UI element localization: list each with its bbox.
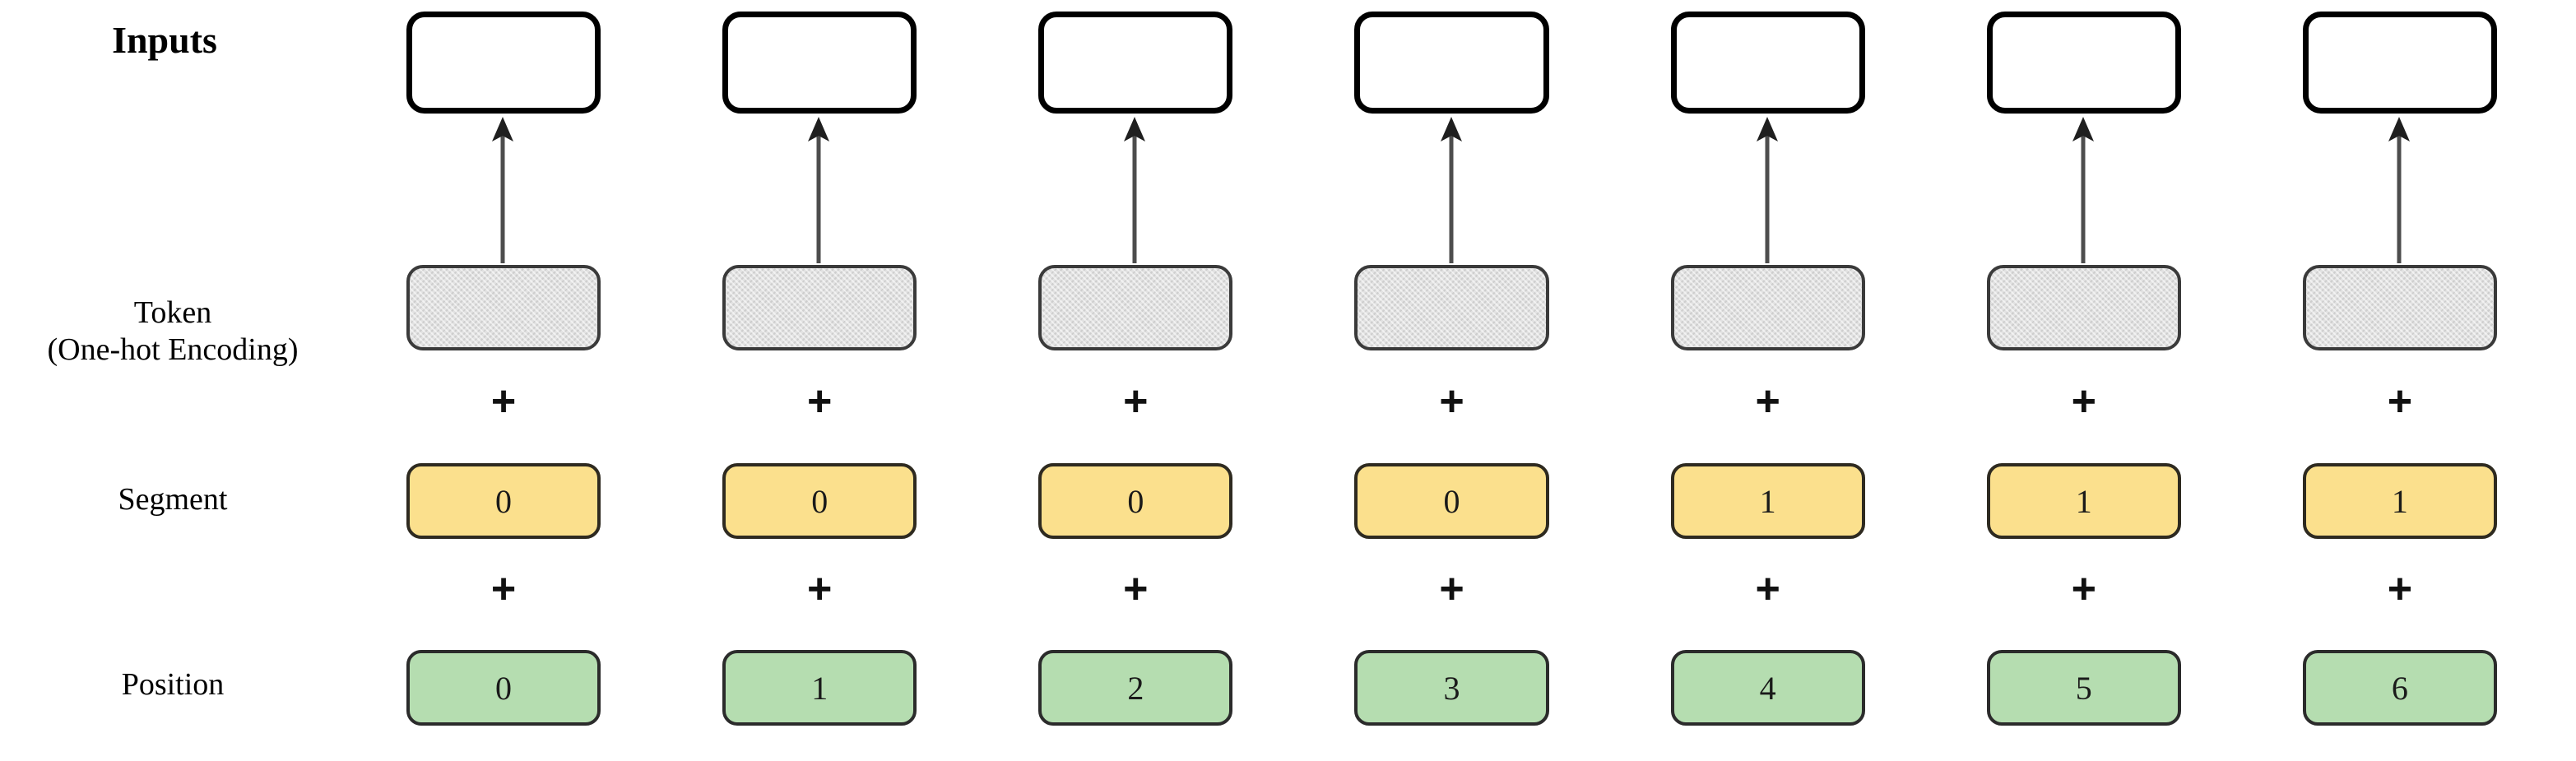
row-label-inputs: Inputs [112,19,217,61]
arrow-token-to-input-3 [1124,117,1146,263]
segment-box-4[interactable]: 0 [1354,463,1549,539]
row-label-token: Token (One-hot Encoding) [47,295,299,367]
position-box-2[interactable]: 1 [722,650,917,726]
segment-box-6[interactable]: 1 [1986,463,2181,539]
arrow-token-to-input-2 [808,117,830,263]
input-box-5[interactable] [1670,12,1865,114]
plus-segment-position-6: + [2071,565,2096,613]
arrow-token-to-input-1 [492,117,514,263]
input-box-1[interactable] [406,12,601,114]
position-box-4[interactable]: 3 [1354,650,1549,726]
position-box-7[interactable]: 6 [2302,650,2498,726]
input-box-7[interactable] [2302,12,2498,114]
plus-token-segment-2: + [807,378,833,425]
plus-token-segment-7: + [2387,378,2413,425]
segment-box-2[interactable]: 0 [722,463,917,539]
plus-segment-position-7: + [2387,565,2413,613]
token-box-7[interactable] [2302,265,2498,350]
segment-box-5[interactable]: 1 [1670,463,1865,539]
position-box-1[interactable]: 0 [406,650,601,726]
plus-token-segment-1: + [490,378,517,425]
segment-box-7[interactable]: 1 [2302,463,2498,539]
token-box-5[interactable] [1670,265,1865,350]
token-box-4[interactable] [1354,265,1549,350]
input-box-2[interactable] [722,12,917,114]
row-label-segment: Segment [118,482,228,517]
plus-segment-position-2: + [807,565,833,613]
arrow-token-to-input-7 [2388,117,2410,263]
input-box-3[interactable] [1038,12,1233,114]
arrow-token-to-input-5 [1756,117,1778,263]
token-box-2[interactable] [722,265,917,350]
position-box-3[interactable]: 2 [1038,650,1233,726]
plus-segment-position-3: + [1123,565,1149,613]
segment-box-1[interactable]: 0 [406,463,601,539]
position-box-6[interactable]: 5 [1986,650,2181,726]
arrow-token-to-input-6 [2072,117,2094,263]
arrow-token-to-input-4 [1440,117,1462,263]
input-box-6[interactable] [1986,12,2181,114]
plus-token-segment-3: + [1123,378,1149,425]
plus-segment-position-4: + [1439,565,1464,613]
plus-segment-position-1: + [490,565,517,613]
token-box-1[interactable] [406,265,601,350]
plus-token-segment-4: + [1439,378,1464,425]
row-label-position: Position [121,667,225,702]
token-box-6[interactable] [1986,265,2181,350]
input-box-4[interactable] [1354,12,1549,114]
plus-token-segment-6: + [2071,378,2096,425]
plus-segment-position-5: + [1755,565,1780,613]
position-box-5[interactable]: 4 [1670,650,1865,726]
plus-token-segment-5: + [1755,378,1780,425]
segment-box-3[interactable]: 0 [1038,463,1233,539]
token-box-3[interactable] [1038,265,1233,350]
